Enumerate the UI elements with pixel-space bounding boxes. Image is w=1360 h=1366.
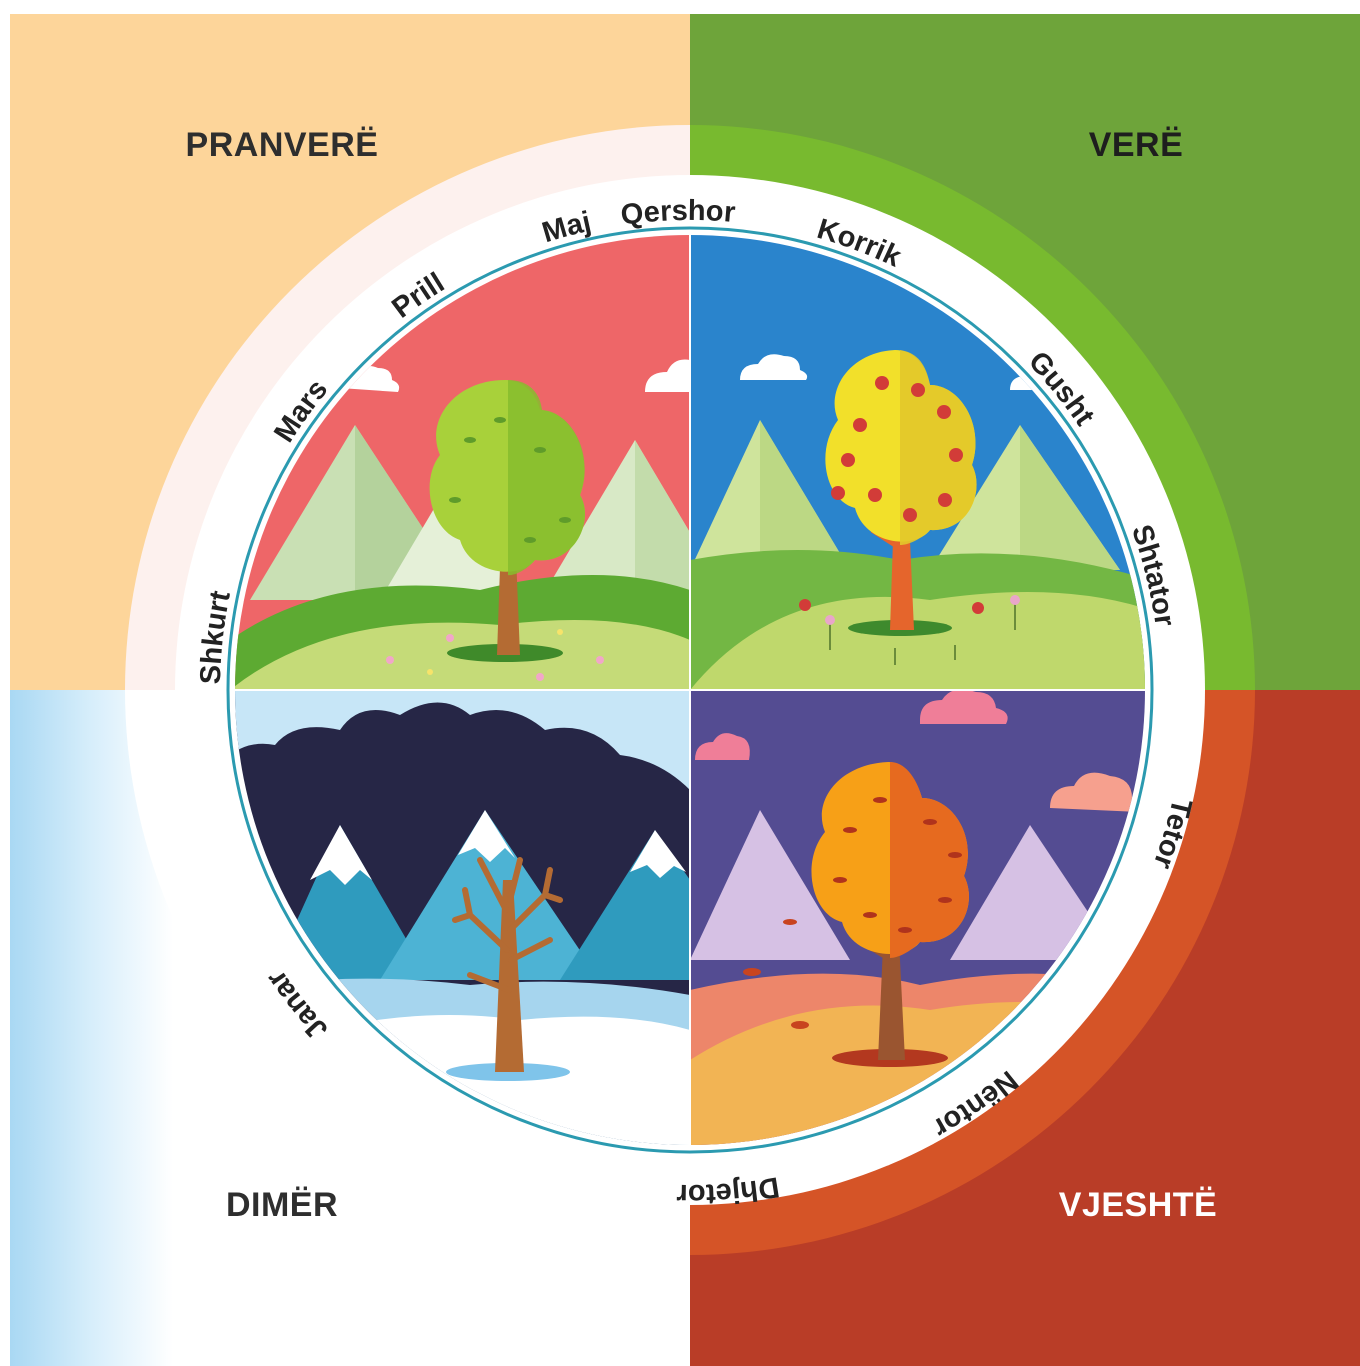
mountain [380,490,520,600]
cloud-icon [740,354,808,380]
green-leafy-tree-icon [429,380,585,655]
season-label-summer: VERË [1089,126,1184,164]
cloud-icon [645,359,690,392]
cloud-icon [340,366,400,392]
season-label-spring: PRANVERË [186,126,379,164]
snowy-mountain [560,830,690,980]
bare-winter-tree-icon [452,857,563,1072]
mountain [690,810,850,960]
summer-illustration [690,235,1145,690]
meadow [690,591,1145,690]
month-ring-line [226,226,1154,1154]
mountain [950,825,1120,960]
month-label-qershor: Qershor [619,195,737,232]
cloud-icon [1050,772,1141,812]
apple-tree-icon [825,350,977,630]
cloud-icon [920,690,1008,724]
season-label-autumn: VJESHTË [1059,1186,1217,1224]
autumn-illustration [690,690,1145,1145]
orange-autumn-tree-icon [811,762,969,1060]
spring-illustration [235,235,690,690]
season-label-winter: DIMËR [226,1186,338,1224]
svg-text:Qershor: Qershor [619,195,737,232]
cloud-bank [235,690,690,790]
snowy-mountain [380,810,600,980]
cloud-icon [695,733,750,760]
